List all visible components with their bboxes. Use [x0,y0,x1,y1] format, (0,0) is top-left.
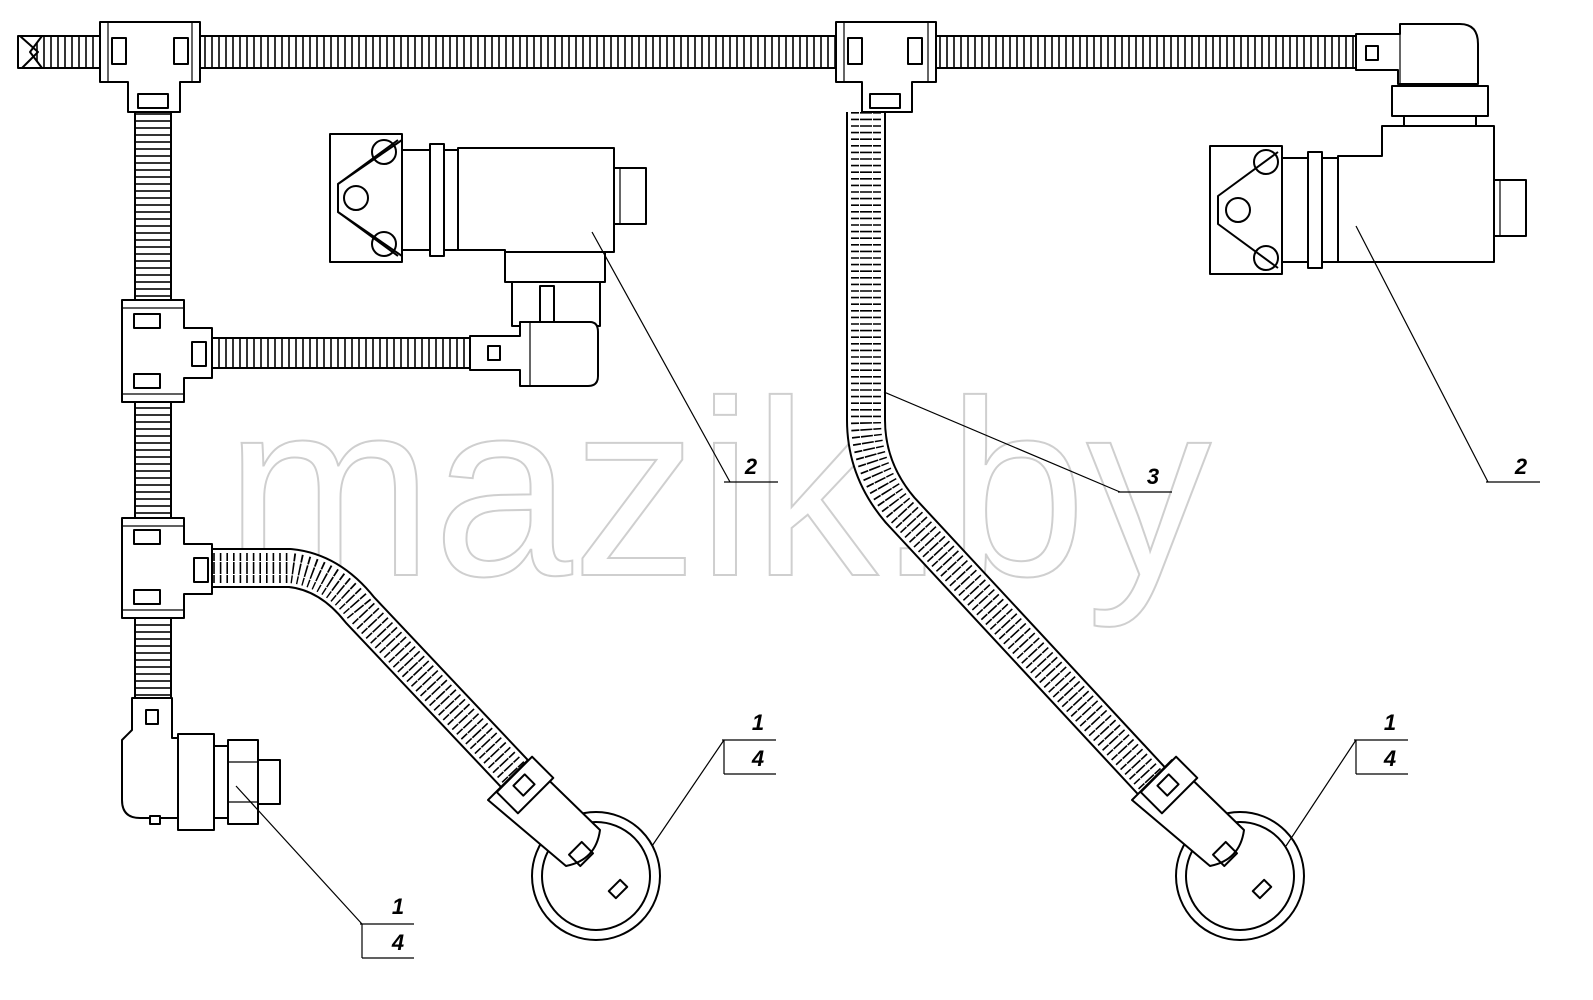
watermark-text: mazik.by [225,349,1211,628]
callout-label-4b: 4 [1383,746,1396,771]
branch-conduit-upper [199,337,491,369]
tee-connector-vertical-upper [121,299,213,403]
callout-1-4-middle: 1 4 [651,710,776,847]
callout-label-1: 1 [752,710,764,735]
main-conduit [17,35,1366,69]
callout-1-4-left: 1 4 [235,785,414,959]
callout-label-1b: 1 [1384,710,1396,735]
callout-label-1c: 1 [392,894,404,919]
callout-label-2: 2 [744,454,758,479]
pressure-sensor-bottom-left [121,697,281,831]
valve-sensor-left [329,133,647,387]
ring-sensor-right [1131,755,1305,941]
callout-1-4-right: 1 4 [1285,710,1408,847]
callout-3: 3 [883,391,1172,493]
tee-connector-vertical-lower [121,517,213,619]
callout-2-right: 2 [1355,225,1540,483]
tee-connector-middle [835,21,937,113]
callout-label-2b: 2 [1514,454,1528,479]
valve-sensor-right [1209,125,1527,275]
callout-label-4c: 4 [391,930,404,955]
branch-conduit-lower [200,548,545,804]
elbow-connector-top-right [1355,23,1489,127]
callout-2-left: 2 [591,231,778,483]
tee-connector-left [99,21,201,113]
callout-label-3: 3 [1147,464,1159,489]
callout-label-4: 4 [751,746,764,771]
ring-sensor-left [487,755,661,941]
branch-conduit-middle [846,112,1175,804]
